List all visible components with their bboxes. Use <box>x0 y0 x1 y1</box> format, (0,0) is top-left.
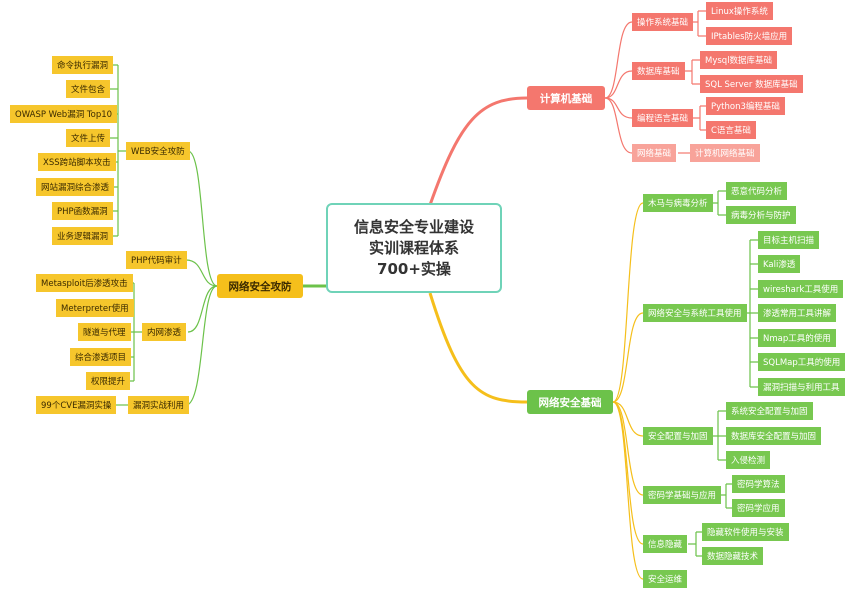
leaf-wireshark[interactable]: wireshark工具使用 <box>758 280 844 298</box>
leaf-command-exec[interactable]: 命令执行漏洞 <box>52 56 114 74</box>
leaf-kali[interactable]: Kali渗透 <box>758 255 801 273</box>
subtopic-trojan-virus[interactable]: 木马与病毒分析 <box>643 194 713 212</box>
leaf-business-logic[interactable]: 业务逻辑漏洞 <box>52 227 114 245</box>
leaf-intrusion-detection[interactable]: 入侵检测 <box>726 451 771 469</box>
leaf-system-hardening[interactable]: 系统安全配置与加固 <box>726 402 813 420</box>
subtopic-os-basics[interactable]: 操作系统基础 <box>632 13 694 31</box>
subtopic-web-security[interactable]: WEB安全攻防 <box>126 142 190 160</box>
leaf-crypto-algorithms[interactable]: 密码学算法 <box>732 475 785 493</box>
subtopic-security-tools[interactable]: 网络安全与系统工具使用 <box>643 304 747 322</box>
leaf-xss[interactable]: XSS跨站脚本攻击 <box>38 153 116 171</box>
central-title-line3: 700+实操 <box>377 259 451 278</box>
leaf-hiding-software[interactable]: 隐藏软件使用与安装 <box>702 523 789 541</box>
leaf-mysql[interactable]: Mysql数据库基础 <box>700 51 778 69</box>
subtopic-db-basics[interactable]: 数据库基础 <box>632 62 685 80</box>
leaf-file-upload[interactable]: 文件上传 <box>66 129 111 147</box>
leaf-computer-network[interactable]: 计算机网络基础 <box>690 144 760 162</box>
subtopic-network-basics[interactable]: 网络基础 <box>632 144 677 162</box>
leaf-nmap[interactable]: Nmap工具的使用 <box>758 329 836 347</box>
central-title-line1: 信息安全专业建设 <box>353 217 474 236</box>
leaf-file-include[interactable]: 文件包含 <box>66 80 111 98</box>
leaf-virus-analysis[interactable]: 病毒分析与防护 <box>726 206 796 224</box>
leaf-php-function[interactable]: PHP函数漏洞 <box>52 202 113 220</box>
subtopic-php-audit[interactable]: PHP代码审计 <box>126 251 187 269</box>
leaf-host-scan[interactable]: 目标主机扫描 <box>758 231 820 249</box>
subtopic-cryptography[interactable]: 密码学基础与应用 <box>643 486 722 504</box>
leaf-db-hardening[interactable]: 数据库安全配置与加固 <box>726 427 822 445</box>
leaf-metasploit[interactable]: Metasploit后渗透攻击 <box>36 274 133 292</box>
leaf-tunnel-proxy[interactable]: 隧道与代理 <box>78 323 131 341</box>
leaf-c-language[interactable]: C语言基础 <box>706 121 756 139</box>
leaf-owasp-top10[interactable]: OWASP Web漏洞 Top10 <box>10 105 118 123</box>
leaf-iptables[interactable]: IPtables防火墙应用 <box>706 27 793 45</box>
subtopic-lang-basics[interactable]: 编程语言基础 <box>632 109 694 127</box>
leaf-cve-practice[interactable]: 99个CVE漏洞实操 <box>36 396 117 414</box>
topic-netsec-basics[interactable]: 网络安全基础 <box>527 390 613 414</box>
leaf-privilege-escalation[interactable]: 权限提升 <box>86 372 131 390</box>
leaf-python3[interactable]: Python3编程基础 <box>706 97 785 115</box>
central-title-line2: 实训课程体系 <box>368 238 459 257</box>
topic-attack-defense[interactable]: 网络安全攻防 <box>217 274 303 298</box>
topic-computer-basics[interactable]: 计算机基础 <box>527 86 605 110</box>
leaf-pentest-project[interactable]: 综合渗透项目 <box>70 348 132 366</box>
central-topic[interactable]: 信息安全专业建设 实训课程体系 700+实操 <box>326 203 502 293</box>
leaf-meterpreter[interactable]: Meterpreter使用 <box>56 299 134 317</box>
subtopic-info-hiding[interactable]: 信息隐藏 <box>643 535 688 553</box>
subtopic-security-config[interactable]: 安全配置与加固 <box>643 427 713 445</box>
leaf-data-hiding[interactable]: 数据隐藏技术 <box>702 547 764 565</box>
leaf-crypto-applications[interactable]: 密码学应用 <box>732 499 785 517</box>
leaf-pentest-tools[interactable]: 渗透常用工具讲解 <box>758 304 837 322</box>
leaf-vuln-scan[interactable]: 漏洞扫描与利用工具 <box>758 378 845 396</box>
subtopic-vuln-exploit[interactable]: 漏洞实战利用 <box>128 396 190 414</box>
leaf-linux[interactable]: Linux操作系统 <box>706 2 773 20</box>
leaf-sqlmap[interactable]: SQLMap工具的使用 <box>758 353 846 371</box>
leaf-sqlserver[interactable]: SQL Server 数据库基础 <box>700 75 803 93</box>
leaf-malware-analysis[interactable]: 恶意代码分析 <box>726 182 788 200</box>
leaf-site-pentest[interactable]: 网站漏洞综合渗透 <box>36 178 115 196</box>
subtopic-intranet-pentest[interactable]: 内网渗透 <box>142 323 187 341</box>
subtopic-security-ops[interactable]: 安全运维 <box>643 570 688 588</box>
